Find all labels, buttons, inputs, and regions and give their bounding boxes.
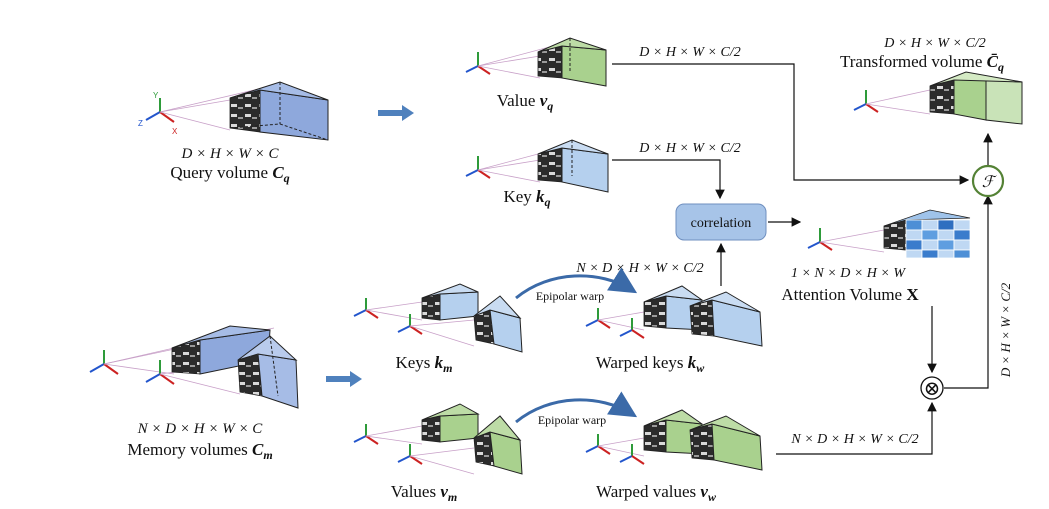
keys-m-label: Keys km [395, 353, 452, 375]
correlation-label: correlation [691, 216, 752, 231]
warped-keys-label: Warped keys kw [596, 353, 706, 375]
keys-m-figure [353, 283, 523, 353]
memory-label: Memory volumes Cm [127, 440, 272, 462]
value-dims: D × H × W × C/2 [638, 45, 740, 60]
warped-values-to-multiply-line [776, 401, 937, 455]
correlation-box [675, 203, 767, 241]
warped-values-dims: N × D × H × W × C/2 [790, 432, 918, 447]
x-axis-label: X [172, 127, 178, 136]
memory-volume-figure [89, 325, 299, 409]
y-axis-label: Y [153, 91, 159, 100]
query-dims: D × H × W × C [180, 146, 279, 162]
warped-values-label: Warped values vw [596, 482, 717, 504]
key-volume-figure [465, 139, 609, 193]
fuse-symbol: ℱ [982, 174, 998, 191]
multiply-to-fuse-line [944, 194, 993, 389]
values-m-label: Values vm [391, 482, 457, 504]
fuse-node [971, 164, 1005, 198]
epipolar-warp-arrow-values [515, 391, 638, 424]
warped-keys-dims: N × D × H × W × C/2 [575, 261, 703, 276]
transformed-label: Transformed volume C̄q [840, 52, 1004, 74]
values-m-figure [353, 403, 523, 475]
transformed-volume-figure [853, 71, 1023, 125]
z-axis-label: Z [138, 119, 143, 128]
key-label: Key kq [503, 187, 550, 209]
warped-keys-figure [585, 285, 763, 347]
transformed-dims: D × H × W × C/2 [883, 36, 985, 51]
epipolar-warp-label-2: Epipolar warp [538, 413, 606, 427]
attention-volume-figure [807, 209, 971, 259]
warped-values-figure [585, 409, 763, 471]
memory-dims: N × D × H × W × C [137, 421, 264, 437]
value-to-fuse-line [612, 63, 970, 185]
value-label: Value vq [497, 91, 554, 113]
attention-dims: 1 × N × D × H × W [791, 266, 906, 281]
value-volume-figure [465, 37, 607, 87]
multiply-symbol: ⊗ [924, 378, 941, 400]
key-to-correlation-line [612, 159, 725, 200]
query-volume-figure: Y Z X [138, 81, 329, 141]
flow-arrow-top [378, 105, 414, 121]
epipolar-warp-arrow-keys [515, 267, 638, 300]
key-dims: D × H × W × C/2 [638, 141, 740, 156]
epipolar-warp-label-1: Epipolar warp [536, 289, 604, 303]
query-label: Query volume Cq [170, 163, 289, 185]
attention-label: Attention Volume X [781, 285, 919, 304]
flow-arrow-bottom [326, 371, 362, 387]
vertical-dims: D × H × W × C/2 [998, 282, 1013, 378]
multiply-node [920, 376, 944, 400]
